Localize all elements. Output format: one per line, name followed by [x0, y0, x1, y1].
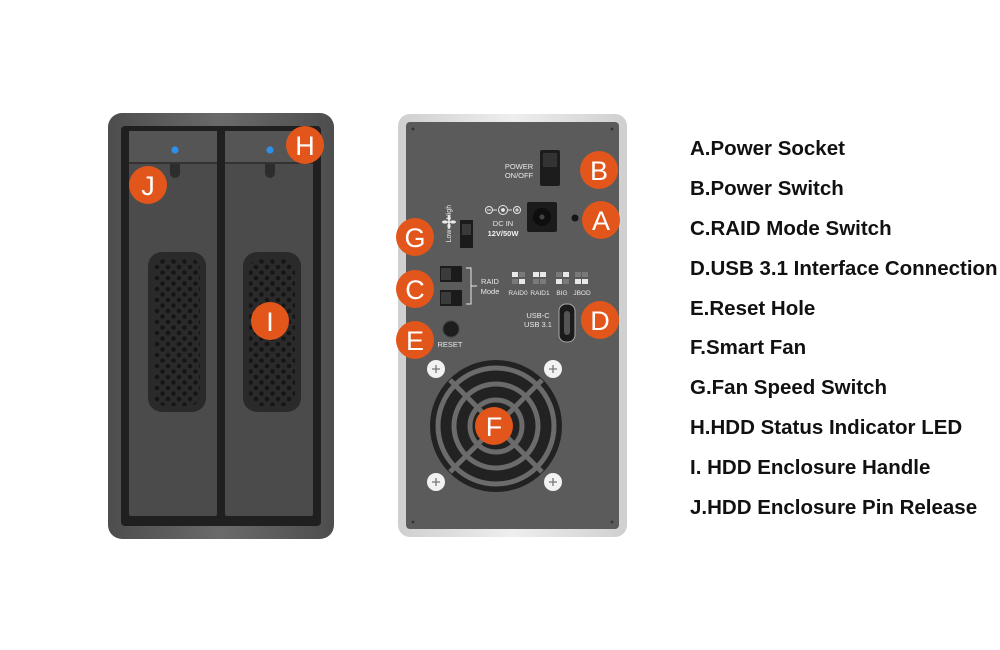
callout-j: J [129, 166, 167, 204]
reset-hole[interactable] [442, 320, 460, 338]
svg-text:A: A [592, 206, 610, 236]
legend-list: A.Power Socket B.Power Switch C.RAID Mod… [690, 134, 998, 533]
drive-tray-left[interactable] [129, 131, 217, 516]
rear-view: POWER ON/OFF DC IN 12V/50W Low [398, 114, 627, 537]
power-socket[interactable] [527, 202, 557, 232]
reset-label: RESET [437, 340, 462, 349]
raid-mode-indicators [512, 272, 588, 284]
hdd-status-led-left [171, 146, 179, 154]
callout-e: E [396, 321, 434, 359]
callout-c: C [396, 270, 434, 308]
svg-text:J: J [141, 171, 155, 201]
raid-mode-raid0: RAID0 [508, 290, 528, 297]
legend-item: E.Reset Hole [690, 296, 816, 320]
svg-text:D: D [590, 306, 610, 336]
raid-mode-jbod: JBOD [573, 290, 591, 297]
hdd-status-led-right [266, 146, 274, 154]
svg-text:H: H [295, 131, 315, 161]
svg-text:E: E [406, 326, 424, 356]
svg-text:B: B [590, 156, 608, 186]
enclosure-illustration: POWER ON/OFF DC IN 12V/50W Low [108, 113, 627, 539]
legend-item: B.Power Switch [690, 176, 844, 200]
legend-item: F.Smart Fan [690, 336, 807, 360]
fan-high-label: High [446, 205, 453, 220]
callout-a: A [582, 201, 620, 239]
legend-item: D.USB 3.1 Interface Connection [690, 256, 998, 280]
usb-c-port[interactable] [558, 303, 576, 343]
callout-h: H [286, 126, 324, 164]
front-view [108, 113, 334, 539]
callout-b: B [580, 151, 618, 189]
callout-i: I [251, 302, 289, 340]
legend-item: I. HDD Enclosure Handle [690, 456, 931, 480]
callout-d: D [581, 301, 619, 339]
callout-g: G [396, 218, 434, 256]
legend-item: A.Power Socket [690, 137, 845, 160]
legend-item: G.Fan Speed Switch [690, 376, 888, 400]
dc-label-2: 12V/50W [488, 229, 520, 238]
legend-item: J.HDD Enclosure Pin Release [690, 496, 978, 520]
legend-item: H.HDD Status Indicator LED [690, 416, 963, 440]
fan-screws [427, 360, 562, 491]
callout-f: F [475, 407, 513, 445]
raid-label-2: Mode [481, 287, 500, 296]
fan-speed-switch[interactable] [460, 220, 473, 248]
legend-item: C.RAID Mode Switch [690, 216, 892, 240]
raid-mode-raid1: RAID1 [530, 290, 550, 297]
power-label-1: POWER [505, 162, 534, 171]
fan-icon [442, 215, 456, 229]
pin-release-right[interactable] [265, 164, 275, 178]
usb-label-1: USB-C [526, 311, 550, 320]
usb-label-2: USB 3.1 [524, 320, 552, 329]
dc-label-1: DC IN [493, 219, 513, 228]
svg-text:G: G [404, 223, 425, 253]
raid-mode-big: BIG [556, 290, 567, 297]
raid-mode-switch[interactable] [440, 266, 462, 306]
svg-text:I: I [266, 307, 274, 337]
power-label-2: ON/OFF [505, 171, 534, 180]
svg-text:C: C [405, 275, 425, 305]
raid-label-1: RAID [481, 277, 500, 286]
pin-release-left[interactable] [170, 164, 180, 178]
svg-text:F: F [486, 412, 503, 442]
dc-polarity-icon [485, 205, 521, 215]
fan-low-label: Low [446, 229, 453, 243]
